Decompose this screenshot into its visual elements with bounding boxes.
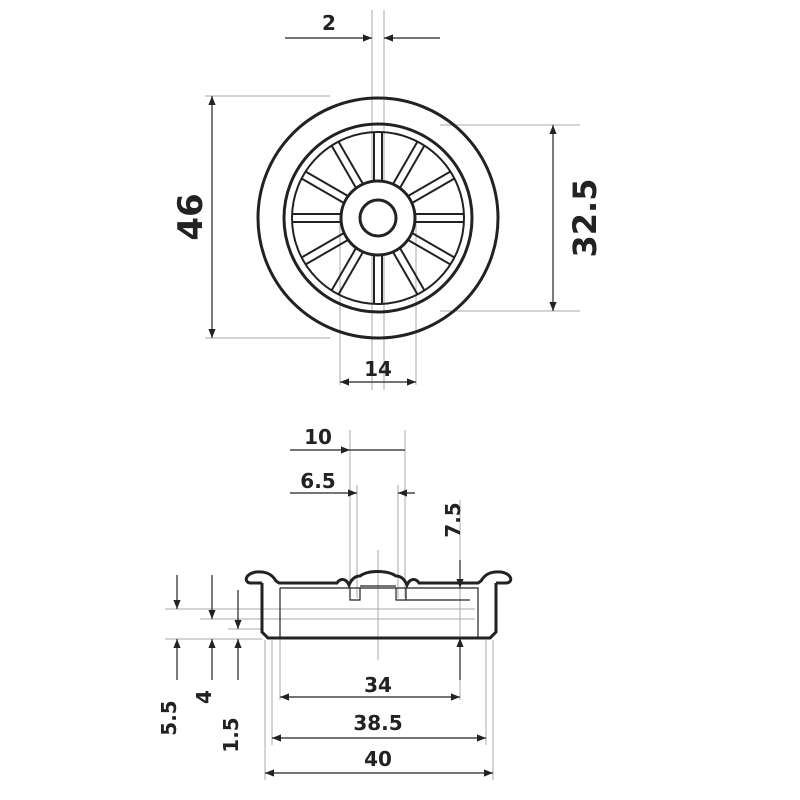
dim-label: 1.5 bbox=[219, 717, 243, 752]
section-view: 10 6.5 7.5 5.5 4 1.5 bbox=[157, 425, 513, 780]
dim-height-total: 5.5 bbox=[157, 575, 181, 736]
dim-label: 7.5 bbox=[441, 502, 465, 537]
axle-hole bbox=[358, 198, 398, 238]
spokes bbox=[292, 132, 464, 304]
dim-height-base: 1.5 bbox=[219, 590, 243, 753]
wheel-face bbox=[256, 96, 500, 340]
extension-lines bbox=[165, 430, 494, 780]
rim-outer bbox=[282, 122, 474, 314]
dim-label: 46 bbox=[171, 193, 211, 240]
top-view: 2 46 32.5 14 bbox=[171, 10, 604, 390]
outer-tire bbox=[256, 96, 500, 340]
section-profile bbox=[244, 570, 513, 640]
spoke-edge bbox=[305, 170, 349, 197]
spoke-edge bbox=[337, 141, 364, 185]
dim-outer-diameter: 46 bbox=[171, 96, 216, 338]
spoke-edge bbox=[399, 247, 426, 291]
spoke-edge bbox=[411, 232, 455, 259]
dim-groove-inner: 6.5 bbox=[290, 469, 415, 497]
spoke-edge bbox=[330, 247, 357, 291]
spoke-edge bbox=[407, 170, 451, 197]
dim-label: 2 bbox=[322, 11, 336, 35]
dim-label: 38.5 bbox=[353, 711, 402, 735]
dim-label: 32.5 bbox=[566, 179, 604, 258]
dim-depth-top: 7.5 bbox=[441, 502, 465, 680]
spoke-edge bbox=[399, 145, 426, 189]
hub bbox=[339, 179, 417, 257]
spoke-edge bbox=[305, 239, 349, 266]
rim-inner bbox=[291, 131, 465, 305]
spoke-edge bbox=[301, 177, 345, 204]
dim-rim-width: 38.5 bbox=[272, 711, 486, 742]
dim-hub-diameter: 14 bbox=[340, 357, 416, 386]
dim-groove-spacing: 10 bbox=[290, 425, 405, 454]
spoke-edge bbox=[392, 141, 419, 185]
spoke-edge bbox=[301, 232, 345, 259]
dim-rim-diameter: 32.5 bbox=[549, 125, 604, 311]
spoke-edge bbox=[407, 239, 451, 266]
spoke-edge bbox=[337, 251, 364, 295]
dim-label: 5.5 bbox=[157, 700, 181, 735]
dim-outer-width: 40 bbox=[265, 747, 493, 777]
dim-label: 6.5 bbox=[300, 469, 335, 493]
dim-label: 40 bbox=[364, 747, 392, 771]
dim-label: 4 bbox=[192, 690, 216, 704]
spoke-edge bbox=[392, 251, 419, 295]
dim-height-mid: 4 bbox=[192, 575, 216, 704]
dim-label: 10 bbox=[304, 425, 332, 449]
dim-inner-width: 34 bbox=[280, 673, 460, 701]
dim-hole-offset: 2 bbox=[285, 11, 440, 42]
spoke-edge bbox=[411, 177, 455, 204]
dim-label: 34 bbox=[364, 673, 392, 697]
spoke-edge bbox=[330, 145, 357, 189]
dim-label: 14 bbox=[364, 357, 392, 381]
